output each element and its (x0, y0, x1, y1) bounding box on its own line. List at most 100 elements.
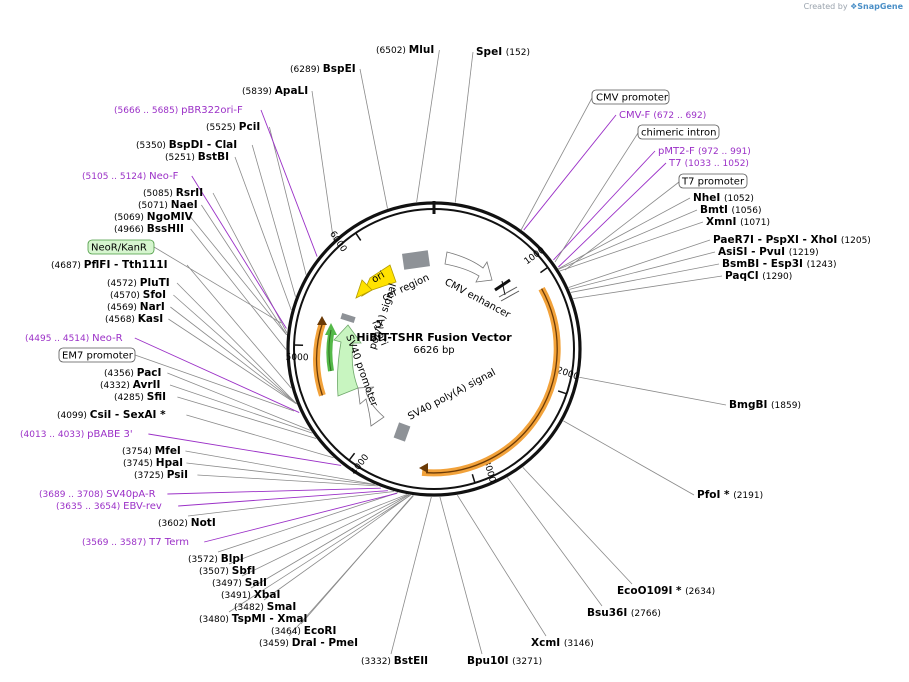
primer-site[interactable]: (3689 .. 3708) SV40pA-R (39, 489, 156, 500)
primer-label: pMT2-F (972 .. 991) (658, 146, 751, 157)
enzyme-name: SalI (245, 577, 267, 589)
primer-site[interactable]: (4013 .. 4033) pBABE 3' (20, 429, 133, 440)
enzyme-leader-line (269, 127, 306, 275)
primer-label: (4013 .. 4033) pBABE 3' (20, 429, 133, 440)
feature-box-em7-promoter[interactable]: EM7 promoter (59, 348, 135, 362)
enzyme-site[interactable]: Bpu10I (3271) (467, 655, 542, 667)
primer-site[interactable]: pMT2-F (972 .. 991) (658, 146, 751, 157)
enzyme-site[interactable]: (5251) BstBI (165, 151, 229, 163)
primer-site[interactable]: T7 (1033 .. 1052) (668, 158, 749, 169)
chimeric-intron-text: chimeric intron (641, 128, 716, 139)
enzyme-leader-line (559, 210, 697, 269)
enzyme-site[interactable]: BmgBI (1859) (729, 399, 801, 411)
enzyme-site[interactable]: (3480) TspMI - XmaI (199, 613, 307, 625)
enzyme-site[interactable]: (3507) SbfI (199, 565, 255, 577)
enzyme-site[interactable]: (4099) CsiI - SexAI * (57, 409, 166, 421)
primer-leader-line (204, 493, 397, 542)
enzyme-site[interactable]: (4332) AvrII (100, 379, 160, 391)
enzyme-label: EcoO109I * (2634) (617, 585, 715, 597)
enzyme-site[interactable]: (5071) NaeI (138, 199, 198, 211)
enzyme-site[interactable]: (3459) DraI - PmeI (259, 637, 358, 649)
enzyme-name: AsiSI - PvuI (718, 246, 789, 258)
feature-box-cmv-promoter[interactable]: CMV promoter (592, 90, 669, 104)
enzyme-label: (3332) BstEII (361, 655, 428, 667)
enzyme-leader-line (563, 421, 694, 495)
enzyme-site[interactable]: (3572) BlpI (188, 553, 244, 565)
primer-site[interactable]: (3569 .. 3587) T7 Term (82, 537, 189, 548)
enzyme-position: (4356) (104, 369, 137, 379)
primer-site[interactable]: CMV-F (672 .. 692) (619, 110, 706, 121)
enzyme-site[interactable]: XcmI (3146) (531, 637, 594, 649)
enzyme-site[interactable]: PfoI * (2191) (697, 489, 763, 501)
enzyme-position: (3507) (199, 567, 232, 577)
enzyme-site[interactable]: BmtI (1056) (700, 204, 761, 216)
enzyme-position: (1219) (789, 248, 819, 258)
feature-leader-line (520, 98, 592, 232)
enzyme-position: (2191) (733, 491, 763, 501)
enzyme-site[interactable]: (4569) NarI (107, 301, 165, 313)
enzyme-label: (5839) ApaLI (242, 85, 308, 97)
enzyme-site[interactable]: AsiSI - PvuI (1219) (718, 246, 819, 258)
enzyme-site[interactable]: (5085) RsrII (143, 187, 203, 199)
enzyme-label: (3602) NotI (158, 517, 216, 529)
sv40-polya-label: SV40 poly(A) signal (406, 367, 497, 423)
enzyme-site[interactable]: (3602) NotI (158, 517, 216, 529)
enzyme-position: (3754) (122, 447, 155, 457)
enzyme-name: BsmBI - Esp3I (722, 258, 807, 270)
enzyme-site[interactable]: (3491) XbaI (221, 589, 280, 601)
enzyme-site[interactable]: (3464) EcoRI (271, 625, 336, 637)
feature-box-chimeric-intron[interactable]: chimeric intron (638, 125, 719, 139)
feature-box-t7-promoter[interactable]: T7 promoter (679, 174, 747, 188)
primer-range: (3689 .. 3708) (39, 490, 106, 500)
enzyme-site[interactable]: (6502) MluI (376, 44, 434, 56)
enzyme-site[interactable]: PaeR7I - PspXI - XhoI (1205) (713, 234, 871, 246)
enzyme-site[interactable]: (6289) BspEI (290, 63, 356, 75)
primer-site[interactable]: (5105 .. 5124) Neo-F (82, 171, 179, 182)
enzyme-site[interactable]: (4568) KasI (105, 313, 163, 325)
primer-label: (5666 .. 5685) pBR322ori-F (114, 105, 243, 116)
primer-site[interactable]: (4495 .. 4514) Neo-R (25, 333, 123, 344)
enzyme-site[interactable]: SpeI (152) (476, 46, 530, 58)
enzyme-site[interactable]: BsmBI - Esp3I (1243) (722, 258, 837, 270)
enzyme-site[interactable]: (5350) BspDI - ClaI (136, 139, 237, 151)
enzyme-site[interactable]: (4285) SfiI (114, 391, 166, 403)
enzyme-position: (3491) (221, 591, 254, 601)
enzyme-site[interactable]: XmnI (1071) (706, 216, 770, 228)
enzyme-site[interactable]: (4356) PacI (104, 367, 161, 379)
enzyme-label: AsiSI - PvuI (1219) (718, 246, 819, 258)
enzyme-site[interactable]: (4966) BssHII (114, 223, 184, 235)
enzyme-position: (3745) (123, 459, 156, 469)
primer-name: pMT2-F (658, 146, 698, 157)
enzyme-site[interactable]: Bsu36I (2766) (587, 607, 661, 619)
enzyme-site[interactable]: (3332) BstEII (361, 655, 428, 667)
enzyme-name: PaeR7I - PspXI - XhoI (713, 234, 841, 246)
enzyme-site[interactable]: NheI (1052) (693, 192, 754, 204)
enzyme-site[interactable]: (4687) PflFI - Tth111I (51, 259, 168, 271)
enzyme-name: AvrII (133, 379, 161, 391)
enzyme-site[interactable]: (5525) PciI (206, 121, 260, 133)
enzyme-site[interactable]: (3482) SmaI (234, 601, 296, 613)
enzyme-site[interactable]: (4570) SfoI (110, 289, 166, 301)
enzyme-site[interactable]: (3754) MfeI (122, 445, 181, 457)
enzyme-site[interactable]: (3745) HpaI (123, 457, 183, 469)
enzyme-site[interactable]: (4572) PluTI (107, 277, 170, 289)
cmv-enhancer-shape (445, 252, 492, 282)
enzyme-label: (3480) TspMI - XmaI (199, 613, 307, 625)
feature-box-neor-kanr[interactable]: NeoR/KanR (88, 240, 154, 254)
enzyme-site[interactable]: (3725) PsiI (134, 469, 188, 481)
tick-2000 (558, 391, 567, 394)
enzyme-leader-line (312, 91, 334, 240)
enzyme-site[interactable]: (5839) ApaLI (242, 85, 308, 97)
primer-site[interactable]: (3635 .. 3654) EBV-rev (56, 501, 162, 512)
enzyme-site[interactable]: PaqCI (1290) (725, 270, 792, 282)
primer-range: (3635 .. 3654) (56, 502, 123, 512)
enzyme-site[interactable]: EcoO109I * (2634) (617, 585, 715, 597)
enzyme-name: PciI (239, 121, 260, 133)
enzyme-name: BstBI (198, 151, 229, 163)
primer-site[interactable]: (5666 .. 5685) pBR322ori-F (114, 105, 243, 116)
enzyme-position: (1205) (841, 236, 871, 246)
enzyme-label: (4570) SfoI (110, 289, 166, 301)
enzyme-site[interactable]: (3497) SalI (212, 577, 267, 589)
enzyme-leader-line (457, 495, 546, 636)
enzyme-site[interactable]: (5069) NgoMIV (114, 211, 194, 223)
